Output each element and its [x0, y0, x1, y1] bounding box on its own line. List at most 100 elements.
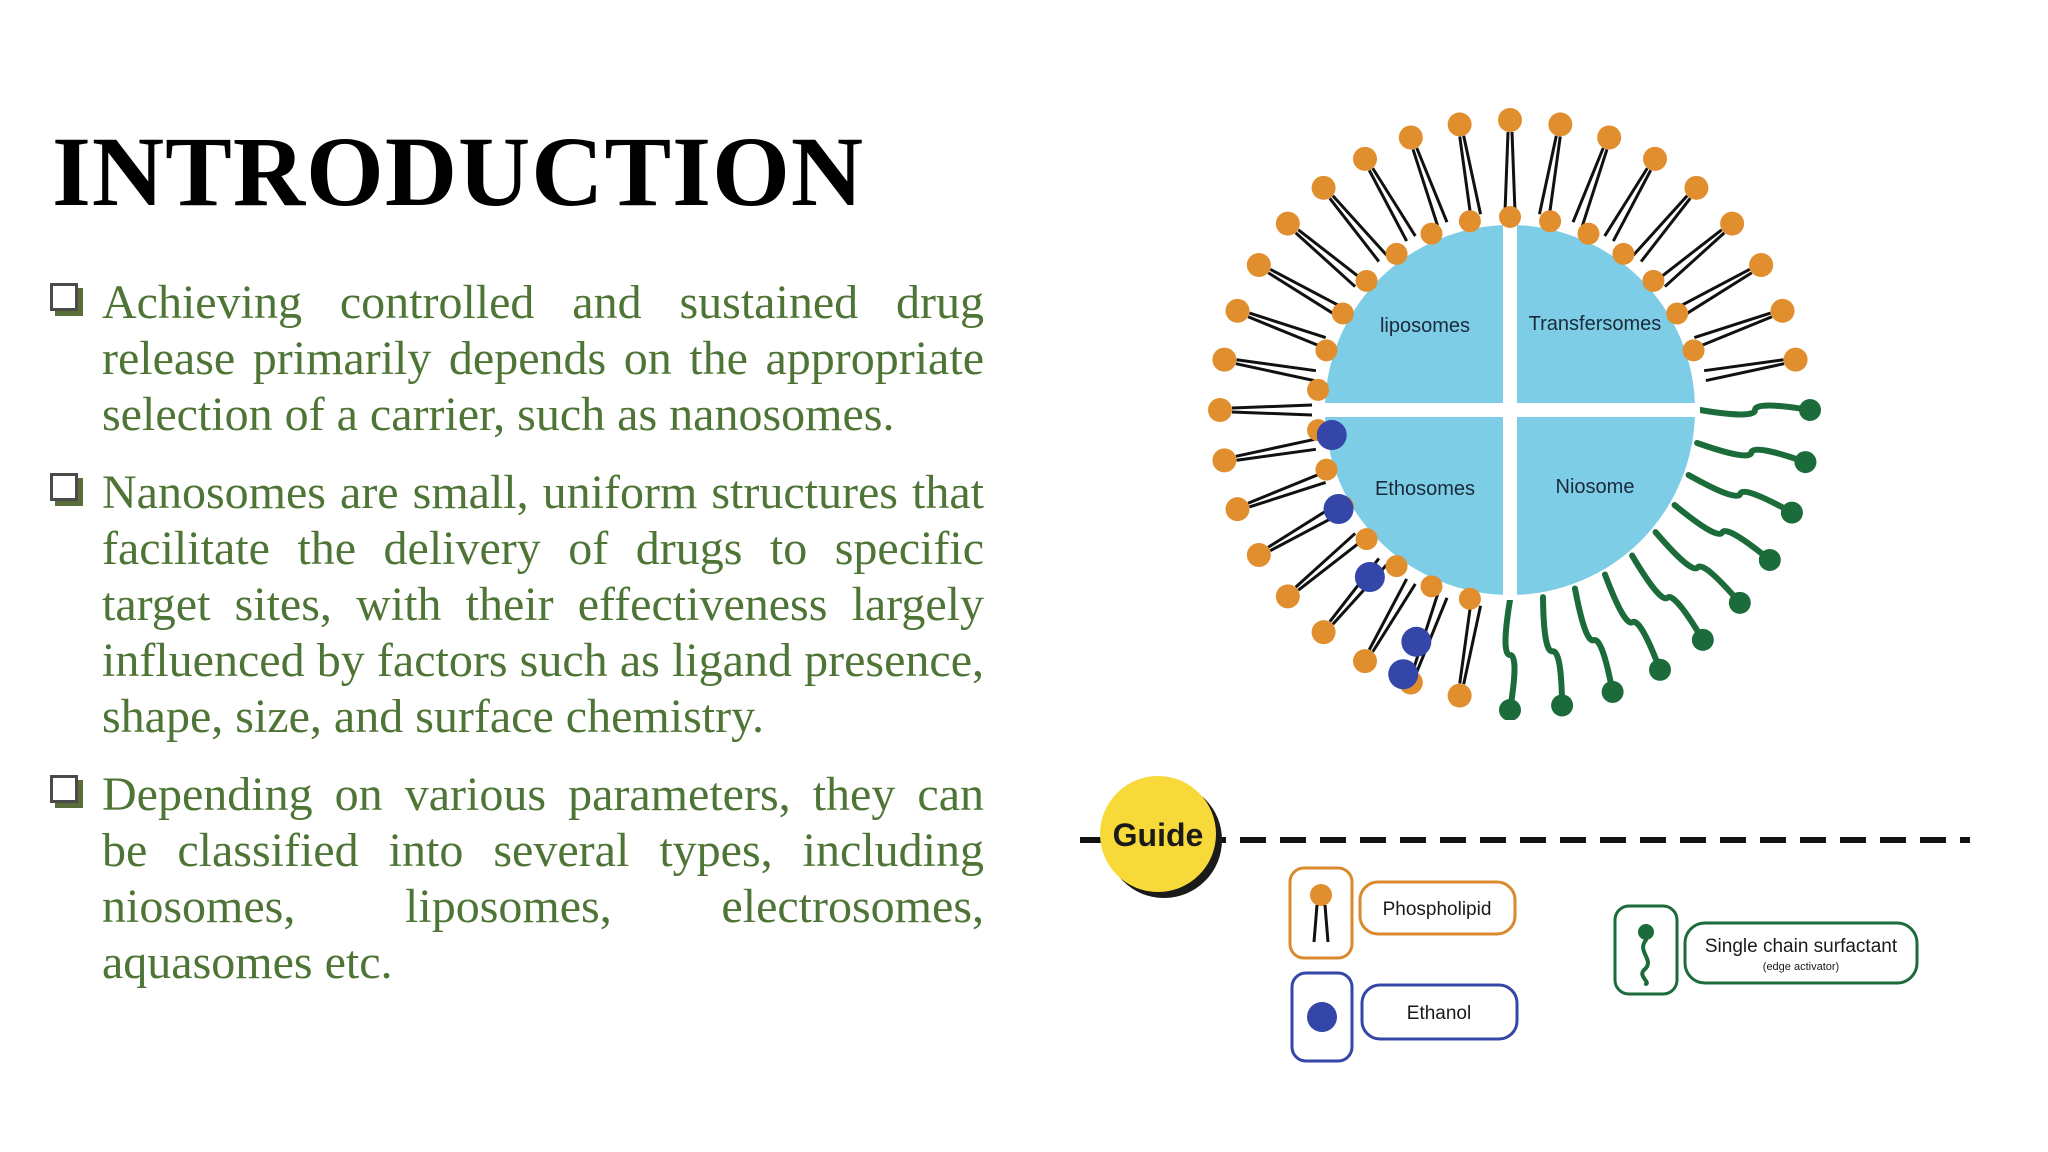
checkbox-bullet-icon — [50, 775, 78, 803]
inner-phospholipid-head — [1315, 458, 1338, 481]
quadrant-label-ethosomes: Ethosomes — [1375, 478, 1475, 500]
phospholipid-head — [1225, 497, 1250, 522]
phospholipid-head — [1208, 398, 1232, 422]
surfactant-head — [1551, 694, 1574, 717]
phospholipid-head — [1770, 298, 1795, 323]
legend-item-ethanol: Ethanol — [1290, 971, 1519, 1063]
phospholipid-head — [1311, 175, 1336, 200]
lipid-tail — [1683, 271, 1753, 317]
inner-phospholipid-head — [1458, 210, 1481, 233]
guide-badge-label: Guide — [1113, 817, 1204, 853]
lipid-tail — [1580, 148, 1609, 227]
phospholipid-head — [1643, 146, 1667, 171]
inner-phospholipid-head — [1642, 269, 1665, 292]
lipid-tail — [1247, 315, 1323, 349]
phospholipid-head — [1398, 125, 1423, 150]
lipid-tail — [1632, 194, 1689, 257]
bullet-text: Depending on various parameters, they ca… — [102, 768, 984, 989]
lipid-tail — [1297, 539, 1363, 592]
surfactant-tail — [1571, 585, 1616, 695]
lipid-tail — [1678, 267, 1751, 308]
lipid-tail — [1462, 135, 1483, 215]
lipid-tail — [1458, 136, 1473, 217]
bullet-item: Achieving controlled and sustained drug … — [44, 275, 984, 443]
surfactant-tail — [1694, 439, 1809, 466]
inner-phospholipid-head — [1420, 222, 1443, 245]
checkbox-bullet-icon — [50, 473, 78, 501]
inner-phospholipid-head — [1307, 378, 1330, 401]
lipid-tail — [1269, 267, 1342, 308]
lipid-tail — [1367, 578, 1408, 651]
lipid-tail — [1458, 603, 1473, 684]
ethanol-molecule — [1323, 494, 1354, 524]
lipid-tail — [1367, 169, 1408, 242]
bullet-item: Depending on various parameters, they ca… — [44, 767, 984, 991]
lipid-tail — [1297, 228, 1363, 281]
nanosome-diagram: liposomes Transfersomes Ethosomes Niosom… — [1208, 108, 1821, 720]
lipid-tail — [1331, 194, 1388, 257]
bullet-text: Nanosomes are small, uniform structures … — [102, 466, 984, 743]
lipid-tail — [1462, 605, 1483, 685]
inner-phospholipid-head — [1355, 528, 1378, 551]
quadrant-label-niosome: Niosome — [1556, 476, 1635, 498]
legend-sublabel-surfactant: (edge activator) — [1763, 961, 1839, 973]
lipid-tail — [1415, 147, 1449, 223]
lipid-tail — [1571, 147, 1605, 223]
phospholipid-head — [1353, 649, 1377, 674]
legend-item-phospholipid: Phospholipid — [1288, 866, 1517, 960]
phospholipid-head — [1597, 125, 1622, 150]
ethanol-icon — [1307, 1002, 1337, 1032]
lipid-tail — [1248, 480, 1327, 509]
phospholipid-head — [1498, 108, 1522, 132]
lipid-tail — [1639, 197, 1692, 263]
surfactant-tail — [1602, 571, 1663, 673]
surfactant-tail — [1685, 471, 1795, 516]
lipid-tail — [1235, 437, 1315, 458]
inner-phospholipid-head — [1539, 210, 1562, 233]
surfactant-head — [1780, 501, 1803, 524]
surfactant-head — [1799, 399, 1821, 421]
surfactant-head — [1691, 628, 1714, 651]
legend-label-surfactant: Single chain surfactant — [1705, 936, 1898, 957]
surfactant-head — [1499, 699, 1521, 720]
surfactant-tail — [1502, 597, 1518, 713]
quadrant-label-liposomes: liposomes — [1380, 315, 1470, 337]
phospholipid-head — [1720, 211, 1745, 236]
phospholipid-head — [1225, 298, 1250, 323]
phospholipid-head — [1246, 253, 1271, 277]
surfactant-tail — [1629, 552, 1706, 643]
lipid-tail — [1371, 583, 1417, 653]
lipid-tail — [1231, 403, 1313, 410]
phospholipid-head — [1749, 253, 1774, 277]
surfactant-tail — [1671, 502, 1773, 563]
surfactant-tail — [1539, 594, 1566, 709]
legend-guide: Guide Phospholipid Ethanol Single chain … — [1080, 776, 1970, 1063]
lipid-tail — [1703, 358, 1784, 373]
checkbox-bullet-icon — [50, 283, 78, 311]
phospholipid-head — [1447, 112, 1472, 137]
inner-phospholipid-head — [1682, 339, 1705, 362]
legend-label-phospholipid: Phospholipid — [1383, 899, 1492, 920]
phospholipid-head — [1783, 347, 1808, 372]
lipid-tail — [1247, 471, 1323, 505]
phospholipid-head — [1275, 584, 1300, 609]
lipid-tail — [1248, 311, 1327, 340]
phospholipid-head — [1311, 620, 1336, 645]
phospholipid-head — [1447, 683, 1472, 708]
ethanol-molecule — [1354, 561, 1385, 592]
lipid-tail — [1657, 228, 1723, 281]
inner-phospholipid-head — [1458, 587, 1481, 610]
bullet-item: Nanosomes are small, uniform structures … — [44, 465, 984, 745]
page-title: INTRODUCTION — [52, 116, 865, 227]
ethanol-molecule — [1388, 659, 1419, 690]
surfactant-head — [1649, 658, 1671, 681]
inner-phospholipid-head — [1666, 302, 1689, 325]
phospholipid-head — [1353, 146, 1377, 171]
lipid-tail — [1294, 532, 1357, 589]
legend-item-surfactant: Single chain surfactant (edge activator) — [1613, 904, 1919, 996]
phospholipid-head — [1684, 175, 1709, 200]
lipid-tail — [1235, 362, 1315, 383]
phospholipid-icon — [1310, 884, 1332, 943]
lipid-tail — [1328, 197, 1381, 263]
lipid-tail — [1371, 167, 1417, 237]
